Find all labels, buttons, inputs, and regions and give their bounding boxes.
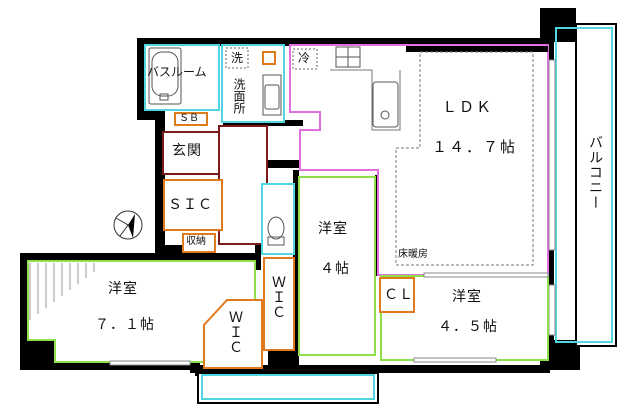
ldk-room bbox=[289, 44, 549, 276]
sic-closet bbox=[163, 179, 223, 231]
sic-label: ＳＩＣ bbox=[168, 197, 213, 213]
toilet-room bbox=[261, 183, 295, 255]
wic-2 bbox=[263, 257, 295, 351]
cl-closet bbox=[379, 277, 415, 313]
kitchen-counter bbox=[330, 69, 401, 131]
entrance bbox=[162, 131, 220, 175]
washer-space bbox=[225, 47, 249, 69]
fridge-label: 冷 bbox=[298, 51, 311, 65]
toilet-icon bbox=[267, 216, 285, 246]
bathroom bbox=[144, 44, 220, 111]
sb-label: ＳＢ bbox=[179, 113, 199, 124]
stove-icon bbox=[335, 46, 361, 68]
washer-label: 洗 bbox=[231, 51, 244, 65]
fridge-space bbox=[292, 48, 318, 70]
shoe-box bbox=[174, 112, 208, 126]
western-2-size: ４帖 bbox=[320, 261, 350, 277]
storage-closet bbox=[182, 233, 216, 253]
floor-heating-label: 床暖房 bbox=[398, 249, 428, 260]
balcony-label: バルコニー bbox=[587, 135, 603, 210]
wic-1-label: ＷＩＣ bbox=[227, 310, 243, 355]
window bbox=[109, 360, 191, 366]
ldk-label: ＬＤＫ bbox=[442, 98, 494, 116]
western-1-label: 洋室 bbox=[108, 281, 138, 297]
window bbox=[413, 357, 497, 363]
washroom-label: 洗面所 bbox=[232, 78, 246, 114]
western-1-size: ７．１帖 bbox=[95, 317, 155, 333]
western-2-label: 洋室 bbox=[318, 221, 348, 237]
western-room-2 bbox=[298, 176, 376, 356]
western-3-size: ４．５帖 bbox=[438, 319, 498, 335]
bathtub-icon bbox=[148, 47, 182, 105]
entrance-label: 玄関 bbox=[172, 143, 202, 159]
storage-label: 収納 bbox=[186, 236, 206, 247]
cl-label: ＣＬ bbox=[384, 287, 414, 303]
hallway bbox=[218, 125, 268, 245]
floor-heating-area bbox=[395, 51, 534, 266]
bathroom-label: バスルーム bbox=[147, 65, 207, 79]
western-3-label: 洋室 bbox=[452, 289, 482, 305]
north-arrow-icon bbox=[113, 210, 143, 240]
wic-2-label: ＷＩＣ bbox=[270, 275, 286, 320]
window bbox=[423, 272, 549, 278]
balcony bbox=[575, 23, 617, 347]
washbasin-icon bbox=[262, 74, 282, 116]
water-heater bbox=[262, 51, 276, 65]
light-hatching bbox=[29, 263, 95, 320]
wic-1 bbox=[203, 299, 263, 369]
ldk-size: １４．７帖 bbox=[432, 138, 518, 156]
sink-icon bbox=[372, 81, 399, 128]
